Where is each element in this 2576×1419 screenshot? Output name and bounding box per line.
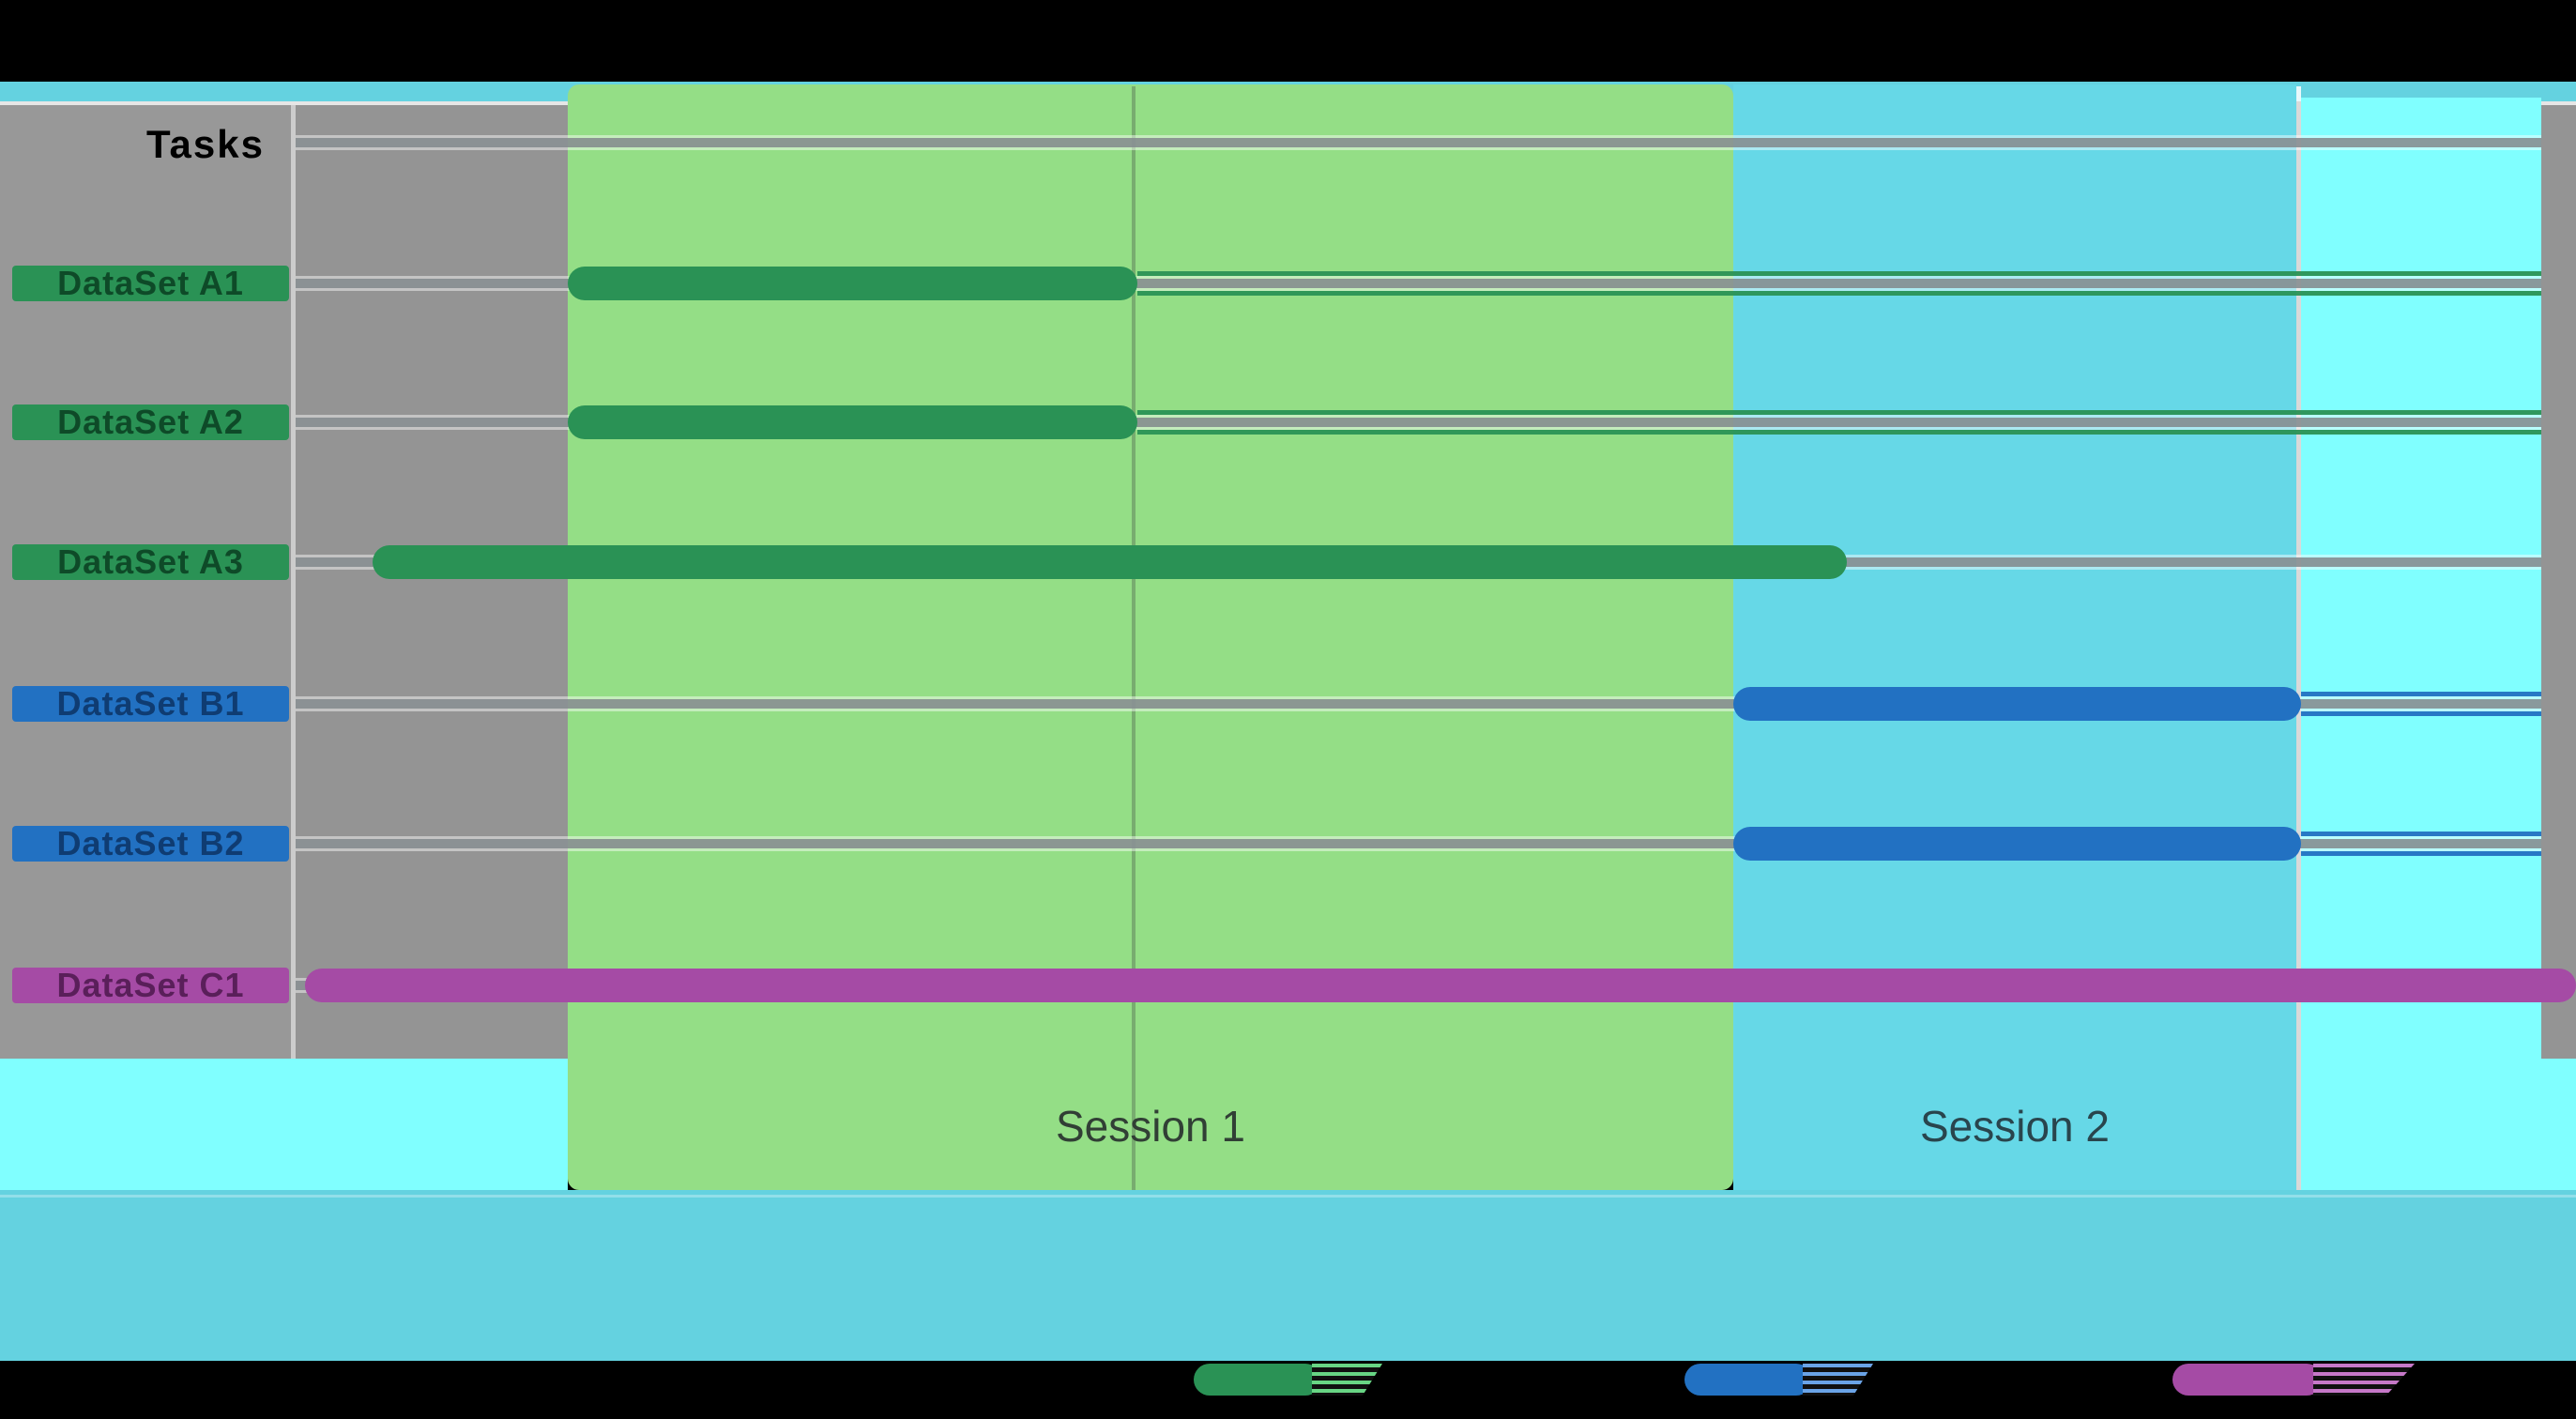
row-label: DataSet B2: [12, 824, 289, 862]
session-1-label: Session 1: [1055, 1102, 1245, 1151]
row-label: DataSet A1: [12, 264, 289, 302]
band-separator-line: [2296, 86, 2301, 1190]
row-track-line: [1137, 291, 2541, 296]
row-track-line: [1137, 271, 2541, 276]
legend-swatch-tail-group-b: [1803, 1364, 1873, 1396]
row-gridline-edge: [296, 696, 2541, 699]
row-track-line: [1137, 430, 2541, 435]
row-label: DataSet B1: [12, 684, 289, 723]
row-gridline: [296, 138, 2541, 147]
row-gridline: [296, 418, 2541, 427]
legend-swatch-group-c[interactable]: [2172, 1364, 2323, 1396]
legend-swatch-tail-group-c: [2313, 1364, 2415, 1396]
bottom-cyan-band: [0, 1190, 2576, 1361]
session-2-label: Session 2: [1919, 1102, 2110, 1151]
row-gridline-edge: [296, 848, 2541, 851]
strip-separator-left: [0, 101, 568, 105]
row-gridline-edge: [296, 147, 2541, 150]
bright-footer-left: [0, 1059, 568, 1190]
chart-title: Tasks: [146, 122, 265, 166]
highlight-band: [2301, 98, 2541, 1190]
row-track-line: [2301, 692, 2541, 696]
legend-swatch-group-b[interactable]: [1684, 1364, 1812, 1396]
legend-swatch-group-a[interactable]: [1194, 1364, 1321, 1396]
vertical-gridline: [1132, 86, 1136, 1190]
task-bar[interactable]: [1733, 687, 2301, 721]
axis-separator-line: [291, 105, 296, 1059]
bottom-band-hairline: [0, 1195, 2576, 1198]
plot-background: [296, 105, 568, 1059]
row-gridline-edge: [296, 415, 2541, 418]
row-track-line: [1137, 410, 2541, 415]
row-gridline-edge: [296, 288, 2541, 291]
legend-swatch-tail-group-a: [1312, 1364, 1382, 1396]
row-gridline-edge: [296, 427, 2541, 430]
row-track-line: [2301, 832, 2541, 836]
row-gridline: [296, 699, 2541, 709]
row-gridline: [296, 839, 2541, 848]
session-2-band: [1733, 84, 2296, 1190]
row-gridline-edge: [296, 836, 2541, 839]
row-gridline-edge: [296, 276, 2541, 279]
row-label: DataSet C1: [12, 966, 289, 1004]
row-track-line: [2301, 711, 2541, 716]
strip-separator-right: [2541, 101, 2576, 105]
row-label-column: [0, 105, 291, 1059]
row-label: DataSet A3: [12, 542, 289, 581]
row-gridline-edge: [296, 135, 2541, 138]
task-bar[interactable]: [305, 969, 2576, 1002]
task-bar[interactable]: [1733, 827, 2301, 861]
row-track-line: [2301, 851, 2541, 856]
row-gridline: [296, 279, 2541, 288]
row-label: DataSet A2: [12, 403, 289, 441]
task-bar[interactable]: [373, 545, 1847, 579]
task-bar[interactable]: [568, 267, 1137, 300]
bright-footer-right: [2541, 1059, 2576, 1190]
right-gray-column: [2541, 105, 2576, 1059]
session-1-band: [568, 84, 1733, 1190]
task-bar[interactable]: [568, 405, 1137, 439]
row-gridline-edge: [296, 709, 2541, 711]
